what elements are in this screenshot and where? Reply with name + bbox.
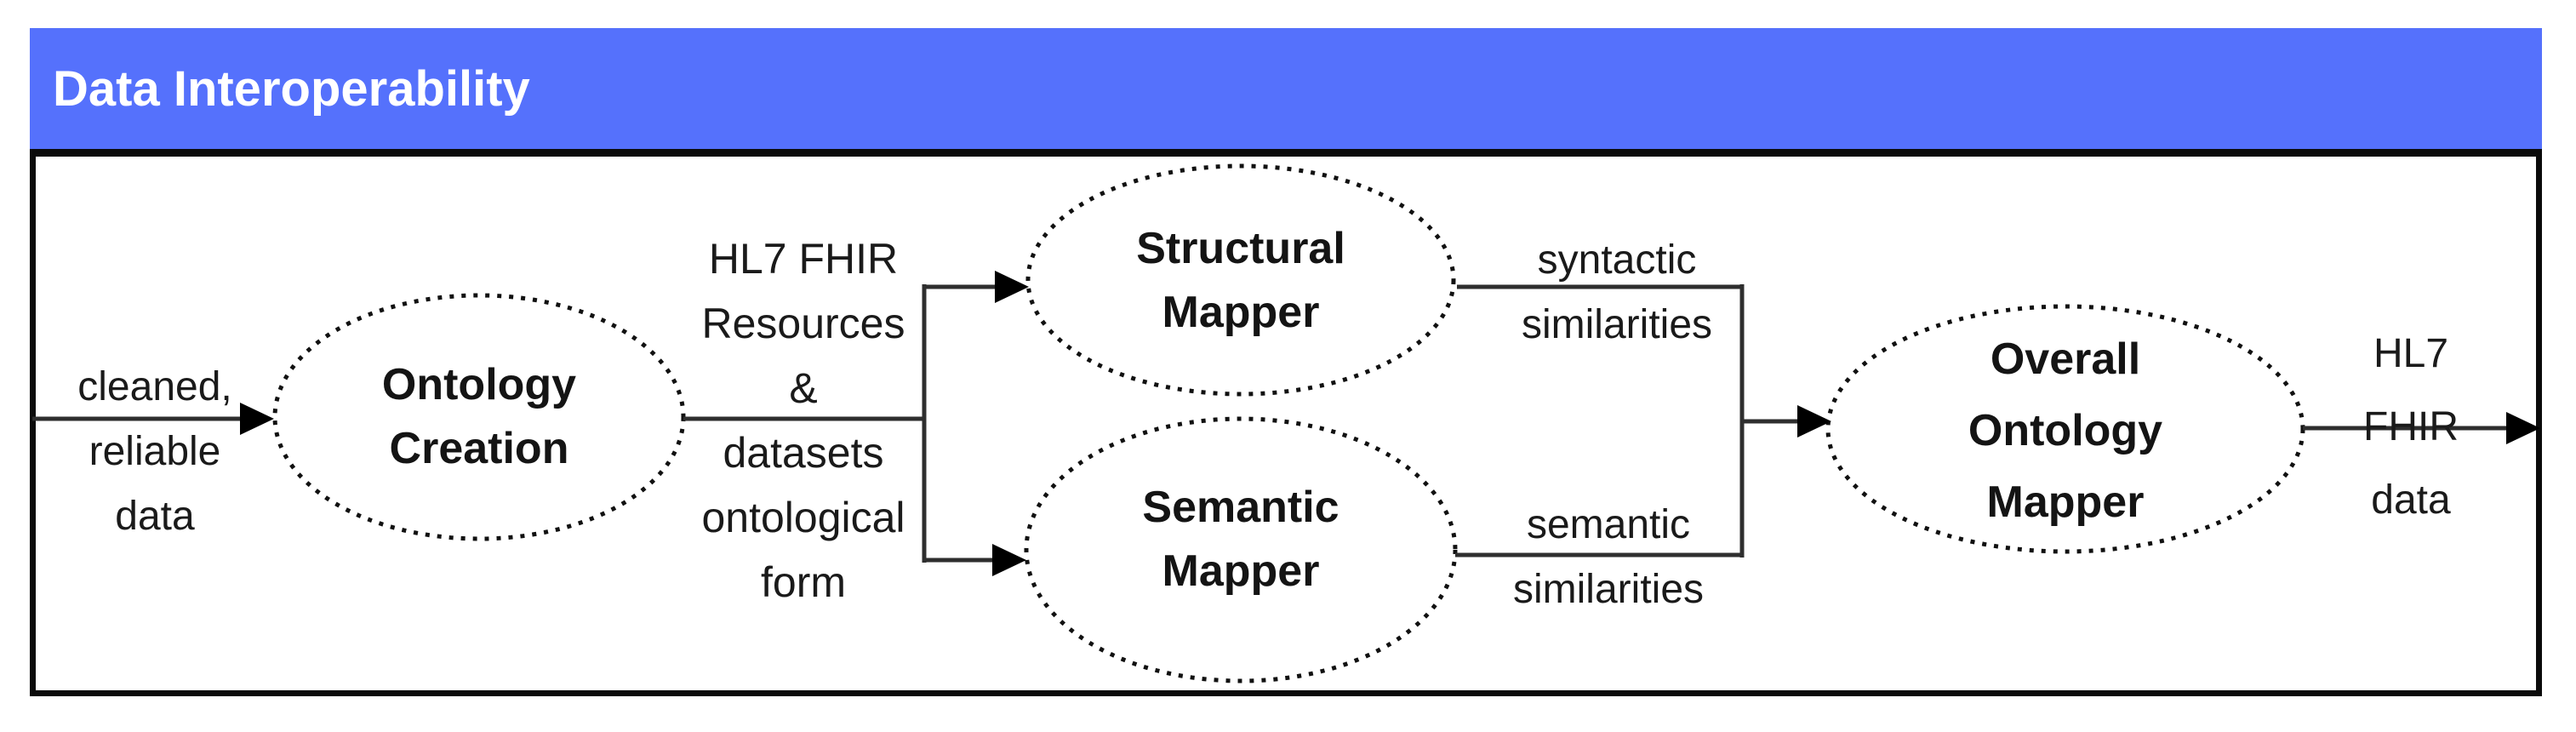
label-output-data: HL7 FHIR data	[2363, 331, 2459, 523]
label-syntactic-similarities: syntactic similarities	[1521, 237, 1713, 347]
label-input-data: cleaned, reliable data	[77, 364, 232, 539]
node-overall-ontology-mapper-label: Overall Ontology Mapper	[1968, 335, 2163, 527]
node-semantic-mapper-label: Semantic Mapper	[1142, 483, 1339, 596]
page-title: Data Interoperability	[53, 60, 530, 117]
header-bar: Data Interoperability	[30, 28, 2542, 149]
label-semantic-similarities: semantic similarities	[1512, 502, 1705, 612]
node-structural-mapper-label: Structural Mapper	[1136, 224, 1345, 337]
node-ontology-creation-label: Ontology Creation	[381, 360, 577, 473]
label-intermediate-data: HL7 FHIR Resources & datasets ontologica…	[701, 235, 905, 606]
